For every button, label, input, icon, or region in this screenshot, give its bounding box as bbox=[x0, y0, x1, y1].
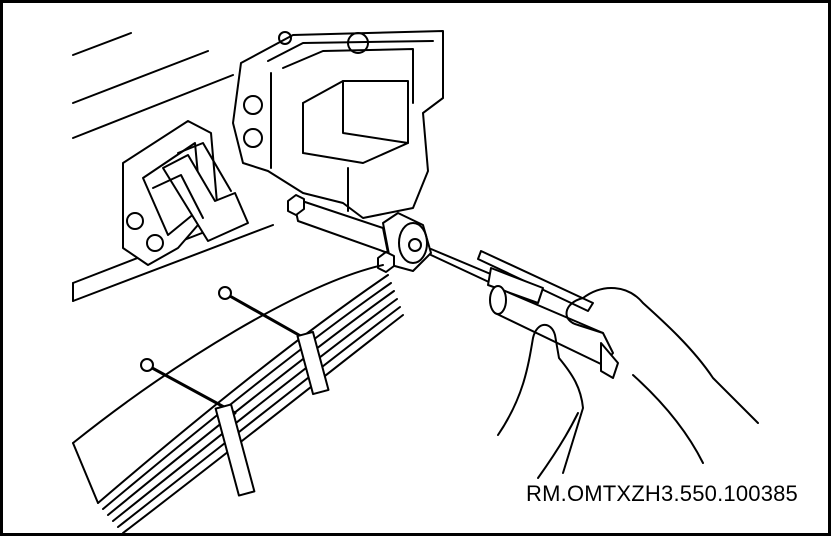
spring-clip-rear bbox=[141, 359, 254, 496]
leaf-spring-service-illustration bbox=[3, 3, 831, 536]
slide-hammer-puller-tool bbox=[478, 251, 618, 378]
leaf-spring-pack bbox=[73, 265, 403, 533]
rear-hanger-bracket bbox=[123, 121, 248, 265]
figure-reference-code: RM.OMTXZH3.550.100385 bbox=[526, 481, 798, 506]
shackle-pin-assembly bbox=[288, 195, 493, 283]
technician-hands bbox=[498, 288, 758, 478]
spring-clip-front bbox=[219, 287, 328, 394]
front-spring-bracket bbox=[233, 31, 443, 218]
